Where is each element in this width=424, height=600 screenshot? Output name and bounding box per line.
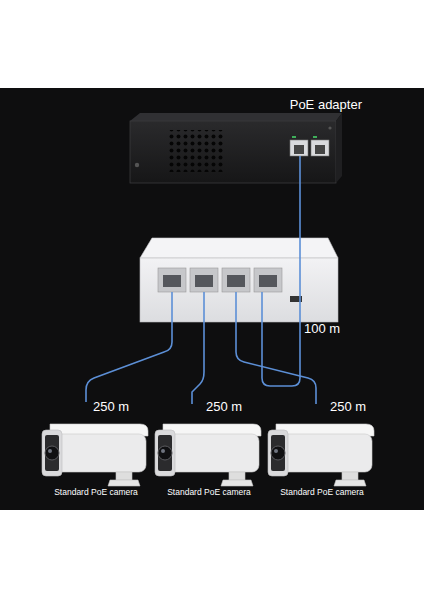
adapter-node: PoE adapter — [130, 96, 364, 186]
camera-node: Standard PoE camera — [151, 420, 267, 502]
cable-length: 250 m — [206, 400, 242, 415]
camera-node: Standard PoE camera — [38, 420, 154, 502]
poe-switch-device — [140, 238, 338, 322]
camera-label: Standard PoE camera — [167, 488, 251, 498]
cable-length: 250 m — [93, 400, 129, 415]
network-cables — [86, 156, 316, 404]
camera-illustration — [268, 424, 374, 486]
camera-illustration — [155, 424, 261, 486]
camera-node: Standard PoE camera — [264, 420, 380, 502]
camera-label: Standard PoE camera — [280, 488, 364, 498]
camera-label: Standard PoE camera — [54, 488, 138, 498]
cable-length: 250 m — [330, 400, 366, 415]
device-label: PoE adapter — [290, 98, 362, 113]
camera-illustration — [42, 424, 148, 486]
poe-adapter-device — [130, 113, 342, 183]
cable-length: 100 m — [304, 322, 340, 337]
dark-panel — [0, 88, 424, 510]
